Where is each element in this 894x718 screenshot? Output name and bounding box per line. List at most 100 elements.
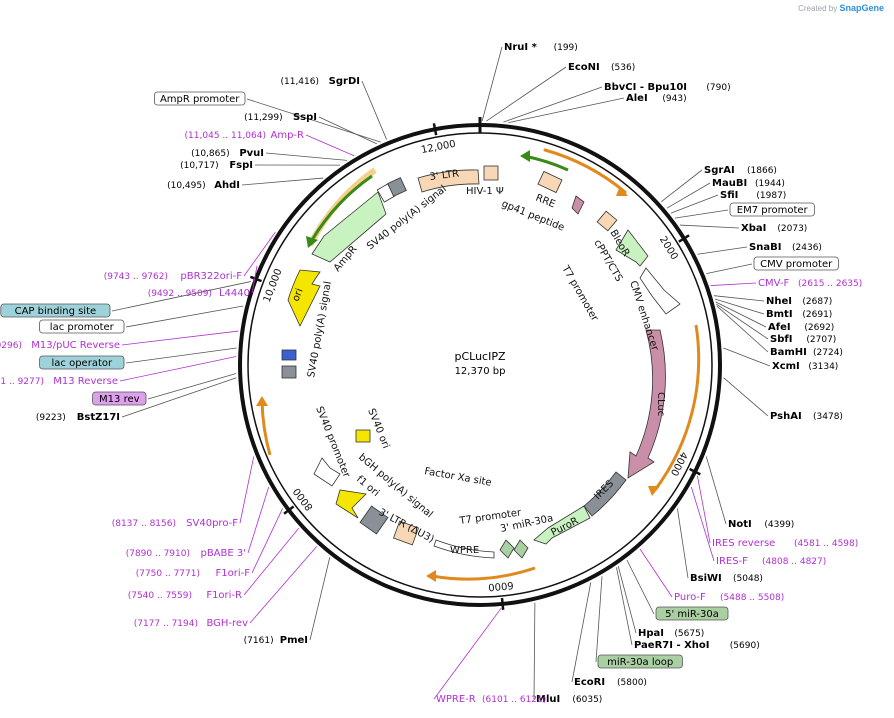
feature-cluc <box>627 329 666 479</box>
leader-line <box>715 301 767 328</box>
features <box>281 165 681 559</box>
site-label-r-10: CMV promoter <box>753 256 839 271</box>
site-name: SgrAI <box>704 165 735 176</box>
site-name: L4440 <box>219 288 250 299</box>
site-label-r-7: EM7 promoter <box>729 202 815 217</box>
label-wpre: WPRE <box>450 545 479 556</box>
site-position: (3134) <box>808 362 838 372</box>
site-position: (4581 .. 4598) <box>794 539 858 549</box>
feature-wpre <box>433 539 495 559</box>
site-label-r-6: SfiI (1987) <box>720 190 786 201</box>
site-label-r-11: CMV-F (2615 .. 2635) <box>758 278 862 289</box>
orf-arrowhead-left <box>256 396 268 406</box>
site-position: (1866) <box>747 166 777 176</box>
leader-line <box>679 224 740 229</box>
leader-line <box>716 305 769 353</box>
site-position: (2615 .. 2635) <box>798 279 862 289</box>
site-name: FspI <box>229 160 253 171</box>
feature-name: EM7 promoter <box>737 205 809 216</box>
leader-line <box>697 246 748 255</box>
snapgene-brand: SnapGene <box>839 3 884 13</box>
site-label-l-11: M13/pUC Reverse(9274 .. 9296) <box>0 340 120 351</box>
site-position: (199) <box>554 43 578 53</box>
leader-line <box>723 377 769 417</box>
site-label-l-3: Amp-R(11,045 .. 11,064) <box>185 130 304 141</box>
site-label-r-19: NotI(4399) <box>728 519 794 530</box>
site-position: (7161) <box>244 636 274 646</box>
site-position: (9274 .. 9296) <box>0 341 22 351</box>
site-name: XbaI <box>741 223 766 234</box>
site-name: SspI <box>293 112 317 123</box>
site-label-r-22: BsiWI(5048) <box>690 573 763 584</box>
site-label-r-0: NruI * (199) <box>504 42 578 53</box>
site-label-r-27: miR-30a loop <box>597 654 683 669</box>
orf-arrowhead-top <box>616 186 628 196</box>
tick-label: 12,000 <box>420 139 456 156</box>
green-arrowhead-top <box>520 150 530 162</box>
leader-line <box>705 456 727 525</box>
site-name: SfiI <box>720 190 738 201</box>
site-name: EcoRI <box>574 677 605 688</box>
leader-line <box>251 508 283 574</box>
site-label-l-2: SspI(11,299) <box>244 112 317 123</box>
site-label-r-14: AfeI(2692) <box>768 322 834 333</box>
site-position: (5690) <box>730 641 760 651</box>
leader-line <box>481 46 503 122</box>
site-position: (7890 .. 7910) <box>126 549 190 559</box>
site-label-r-21: IRES-F(4808 .. 4827) <box>716 556 826 567</box>
site-name: BstZ17I <box>77 412 120 423</box>
site-name: SbfI <box>770 334 792 345</box>
site-label-r-20: IRES reverse(4581 .. 4598) <box>712 538 858 549</box>
site-label-l-13: M13 Reverse(9261 .. 9277) <box>0 376 118 387</box>
label-3ltr: 3' LTR <box>429 168 460 183</box>
leader-line <box>710 282 757 286</box>
site-name: NheI <box>766 296 792 307</box>
site-position: (2691) <box>802 310 832 320</box>
site-position: (9223) <box>36 413 66 423</box>
site-position: (8137 .. 8156) <box>112 519 176 529</box>
orf-arc-right <box>653 324 701 491</box>
site-name: NruI * <box>504 42 538 53</box>
tick-mark <box>678 234 690 243</box>
feature-bgh <box>359 505 389 535</box>
site-label-l-8: L4440(9492 .. 9509) <box>148 288 250 299</box>
site-label-l-5: FspI (10,717) <box>180 160 253 171</box>
site-label-r-3: AleI(943) <box>626 93 687 104</box>
plasmid-length: 12,370 bp <box>455 366 506 377</box>
site-name: PshAI <box>770 411 802 422</box>
site-position: (6101 .. 6121) <box>482 695 546 705</box>
feature-sv40-ori <box>355 429 371 443</box>
green-arrow-top <box>523 154 569 172</box>
site-name: CMV-F <box>758 278 789 289</box>
leader-line <box>309 557 331 641</box>
site-label-l-6: AhdI(10,495) <box>167 180 240 191</box>
leader-line <box>361 80 387 140</box>
site-position: (943) <box>662 94 686 104</box>
leader-line <box>595 576 603 663</box>
feature-box <box>39 319 125 334</box>
site-name: PvuI <box>239 148 264 159</box>
outer-site-labels: NruI *(199)EcoNI(536)BbvCI - Bpu10I(790)… <box>0 42 862 705</box>
site-position: (1987) <box>756 191 786 201</box>
site-position: (2073) <box>777 224 807 234</box>
tick-label: 6000 <box>488 579 514 592</box>
feature-box <box>655 606 729 621</box>
orf-arc-bottom <box>431 566 536 581</box>
leader-line <box>508 97 625 124</box>
leader-line <box>121 330 239 346</box>
site-position: (10,865) <box>191 149 230 159</box>
site-label-l-14: M13 rev <box>92 391 147 406</box>
site-position: (10,495) <box>167 181 206 191</box>
leader-line <box>125 305 244 328</box>
site-position: (9743 .. 9762) <box>104 272 168 282</box>
feature-mir-b <box>499 539 515 559</box>
site-position: (4399) <box>764 520 794 530</box>
site-position: (7177 .. 7194) <box>134 619 198 629</box>
tick-label: 10,000 <box>262 267 285 304</box>
site-name: MauBI <box>712 178 747 189</box>
site-position: (10,717) <box>180 161 219 171</box>
leader-line <box>433 607 502 700</box>
feature-cmv-enhancer <box>639 267 681 315</box>
leader-line <box>626 559 655 615</box>
site-position: (2707) <box>806 335 836 345</box>
